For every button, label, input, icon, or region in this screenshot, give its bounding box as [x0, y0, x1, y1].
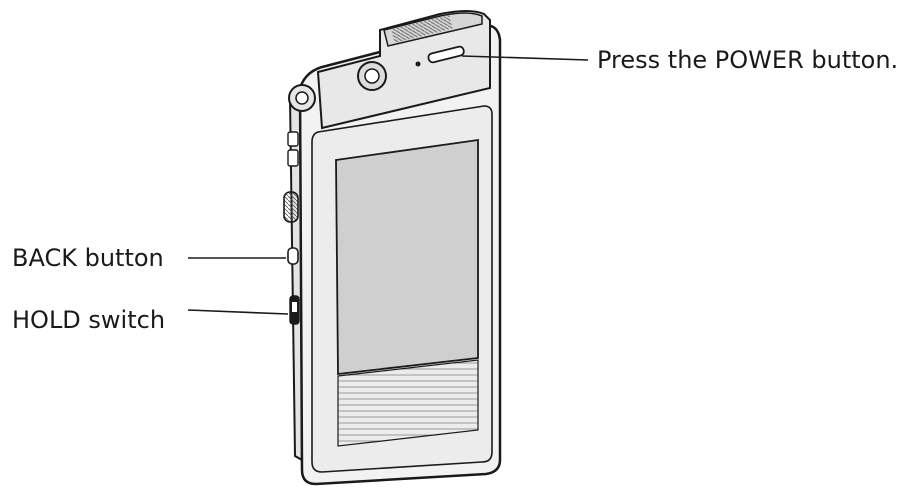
hinge-grip [391, 14, 453, 44]
speaker-grill [337, 359, 479, 447]
hold-switch-callout: HOLD switch [12, 306, 166, 334]
hold-leader-line [187, 309, 289, 315]
indicator-led [415, 61, 421, 67]
back-button-callout: BACK button [12, 244, 164, 272]
side-switch-b[interactable] [287, 149, 299, 167]
power-button[interactable] [427, 45, 465, 64]
back-button[interactable] [287, 247, 299, 265]
power-button-callout: Press the POWER button. [597, 46, 899, 74]
hinge-block [316, 10, 491, 130]
jog-dial[interactable] [283, 191, 299, 223]
side-switch-a[interactable] [287, 131, 299, 147]
display-screen [335, 138, 479, 376]
power-leader-line [461, 55, 589, 61]
